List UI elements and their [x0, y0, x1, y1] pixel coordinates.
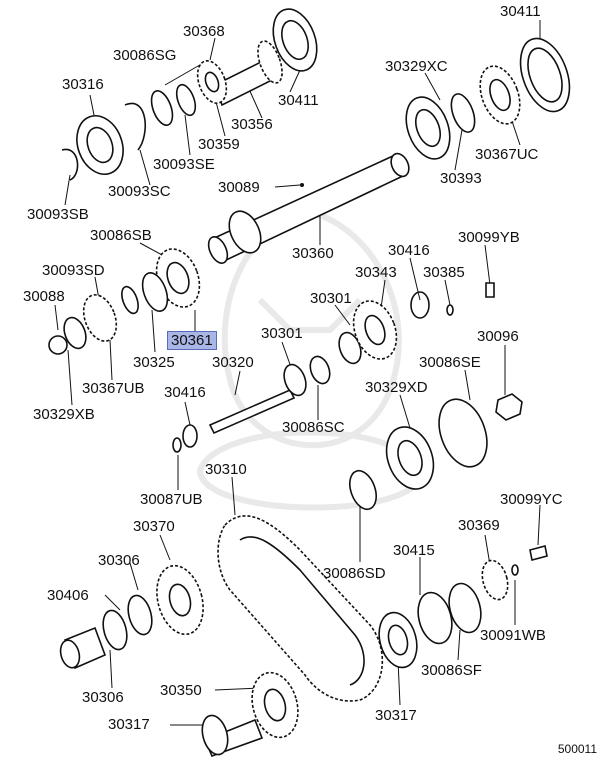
label-30411-mid[interactable]: 30411: [278, 92, 319, 109]
label-30367UC[interactable]: 30367UC: [475, 146, 539, 163]
label-30329XD[interactable]: 30329XD: [365, 379, 428, 396]
label-30086SF[interactable]: 30086SF: [421, 662, 482, 679]
part-bearing-30317-right: [378, 611, 418, 669]
part-ring-30086SG: [150, 90, 174, 126]
part-sleeve-30406: [59, 626, 107, 670]
part-ring-30093SD: [121, 285, 139, 315]
diagram-code: 500011: [557, 742, 597, 756]
label-30406[interactable]: 30406: [47, 587, 89, 604]
label-30416-lower[interactable]: 30416: [164, 384, 206, 401]
label-30301-upper[interactable]: 30301: [310, 290, 352, 307]
label-30416-upper[interactable]: 30416: [388, 242, 430, 259]
label-30099YC[interactable]: 30099YC: [500, 491, 563, 508]
label-30320[interactable]: 30320: [212, 354, 254, 371]
label-30317-left[interactable]: 30317: [108, 716, 150, 733]
part-gear-30368: [196, 60, 228, 104]
label-30385[interactable]: 30385: [423, 264, 465, 281]
part-ring-30087UB: [172, 437, 182, 453]
label-30099YB[interactable]: 30099YB: [458, 229, 520, 246]
part-snap-ring-30093SC: [124, 102, 147, 151]
part-gear-30343: [352, 300, 398, 360]
label-30368[interactable]: 30368: [183, 23, 225, 40]
label-30086SC[interactable]: 30086SC: [282, 419, 345, 436]
part-gear-30369: [481, 559, 509, 601]
part-bearing-30329XB: [63, 316, 87, 350]
label-30086SB[interactable]: 30086SB: [90, 227, 152, 244]
part-shaft-30360: [207, 152, 410, 264]
part-bearing-30325: [141, 272, 169, 312]
part-ring-30393: [450, 93, 476, 133]
part-sleeve-30086SC: [309, 355, 331, 385]
label-30086SD[interactable]: 30086SD: [323, 565, 386, 582]
part-chain-30310: [217, 515, 384, 702]
part-gear-30350: [251, 671, 299, 739]
label-30343[interactable]: 30343: [355, 264, 397, 281]
part-bearing-30329XC: [405, 96, 451, 160]
label-30359[interactable]: 30359: [198, 136, 240, 153]
label-30086SG[interactable]: 30086SG: [113, 47, 177, 64]
label-30093SC[interactable]: 30093SC: [108, 183, 171, 200]
label-30329XB[interactable]: 30329XB: [33, 406, 95, 423]
part-ring-30086SD: [349, 469, 377, 511]
label-30088[interactable]: 30088: [23, 288, 65, 305]
part-sleeve-30411-right: [519, 37, 571, 113]
label-30367UB[interactable]: 30367UB: [82, 380, 145, 397]
part-washer-30385: [446, 304, 454, 316]
part-shaft-30320: [208, 388, 296, 435]
part-gear-30367UC: [479, 65, 521, 125]
part-plug-30088: [48, 335, 68, 355]
label-30306-lower[interactable]: 30306: [82, 689, 124, 706]
label-30415[interactable]: 30415: [393, 542, 435, 559]
label-30086SE[interactable]: 30086SE: [419, 354, 481, 371]
part-washer-30091WB: [511, 564, 519, 576]
part-gear-30367UB: [82, 294, 118, 342]
part-bearing-30301-left: [283, 363, 307, 397]
label-30325[interactable]: 30325: [133, 354, 175, 371]
label-30087UB[interactable]: 30087UB: [140, 491, 203, 508]
label-30093SE[interactable]: 30093SE: [153, 156, 215, 173]
part-ring-30086SE: [438, 398, 488, 468]
part-shaft-30317-left: [201, 714, 264, 758]
label-30361-highlighted[interactable]: 30361: [167, 331, 217, 350]
part-snap-ring-30093SB: [61, 148, 79, 181]
part-nut-30096: [495, 393, 523, 421]
part-bearing-30306-top: [127, 594, 153, 636]
label-30356[interactable]: 30356: [231, 116, 273, 133]
label-30096[interactable]: 30096: [477, 328, 519, 345]
label-30369[interactable]: 30369: [458, 517, 500, 534]
label-30091WB[interactable]: 30091WB: [480, 627, 546, 644]
label-30350[interactable]: 30350: [160, 682, 202, 699]
label-30317-right[interactable]: 30317: [375, 707, 417, 724]
label-30306-upper[interactable]: 30306: [98, 552, 140, 569]
part-ring-30415: [417, 591, 453, 645]
label-30093SB[interactable]: 30093SB: [27, 206, 89, 223]
part-washer-30416-left: [182, 424, 198, 448]
part-bolt-30099YC: [529, 545, 548, 561]
part-ring-30086SF: [448, 582, 482, 634]
part-shaft-30356: [214, 40, 283, 107]
part-bearing-30306-bottom: [102, 609, 128, 651]
label-30310[interactable]: 30310: [205, 461, 247, 478]
label-30370[interactable]: 30370: [133, 518, 175, 535]
label-30316[interactable]: 30316: [62, 76, 104, 93]
part-gear-30370: [156, 564, 204, 636]
label-30360[interactable]: 30360: [292, 245, 334, 262]
part-washer-30416-right: [410, 291, 430, 319]
part-ring-30359: [175, 83, 197, 117]
label-30411-top-right[interactable]: 30411: [500, 3, 541, 20]
part-bolt-30099YB: [485, 282, 495, 298]
label-30329XC[interactable]: 30329XC: [385, 58, 448, 75]
label-30301-lower[interactable]: 30301: [261, 325, 303, 342]
label-30093SD[interactable]: 30093SD: [42, 262, 105, 279]
label-30089[interactable]: 30089: [218, 179, 260, 196]
part-sleeve-30411-top: [272, 8, 318, 72]
part-bearing-30329XD: [385, 426, 435, 490]
label-30393[interactable]: 30393: [440, 170, 482, 187]
part-bearing-30316: [76, 115, 124, 175]
